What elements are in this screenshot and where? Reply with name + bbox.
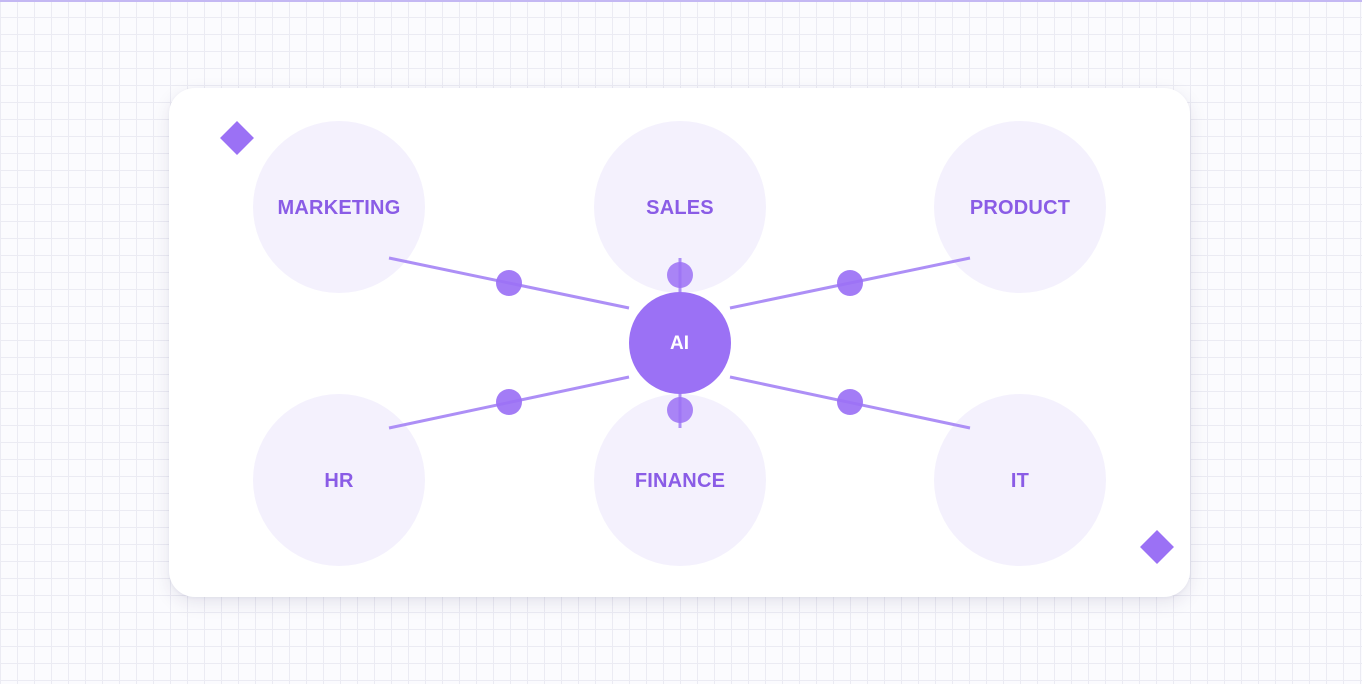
node-circle-hr bbox=[253, 394, 425, 566]
node-label-product: PRODUCT bbox=[969, 197, 1071, 219]
connector-dot-sales bbox=[667, 262, 693, 288]
node-label-hr: HR bbox=[324, 470, 354, 492]
connector-dot-product bbox=[837, 270, 863, 296]
connector-dot-it bbox=[837, 389, 863, 415]
node-circle-finance bbox=[594, 394, 766, 566]
node-circle-sales bbox=[594, 121, 766, 293]
node-label-sales: SALES bbox=[646, 197, 714, 219]
connector-dot-marketing bbox=[496, 270, 522, 296]
node-label-marketing: MARKETING bbox=[277, 197, 401, 219]
node-circle-marketing bbox=[253, 121, 425, 293]
diamond-icon bbox=[1140, 530, 1174, 564]
node-circle-it bbox=[934, 394, 1106, 566]
node-label-finance: FINANCE bbox=[634, 470, 726, 492]
diamond-icon bbox=[220, 121, 254, 155]
connector-dot-finance bbox=[667, 397, 693, 423]
node-circle-product bbox=[934, 121, 1106, 293]
node-label-it: IT bbox=[1010, 470, 1030, 492]
center-hub-circle bbox=[629, 292, 731, 394]
top-border-line bbox=[0, 0, 1362, 2]
connector-dot-hr bbox=[496, 389, 522, 415]
center-hub-label: AI bbox=[670, 333, 689, 354]
